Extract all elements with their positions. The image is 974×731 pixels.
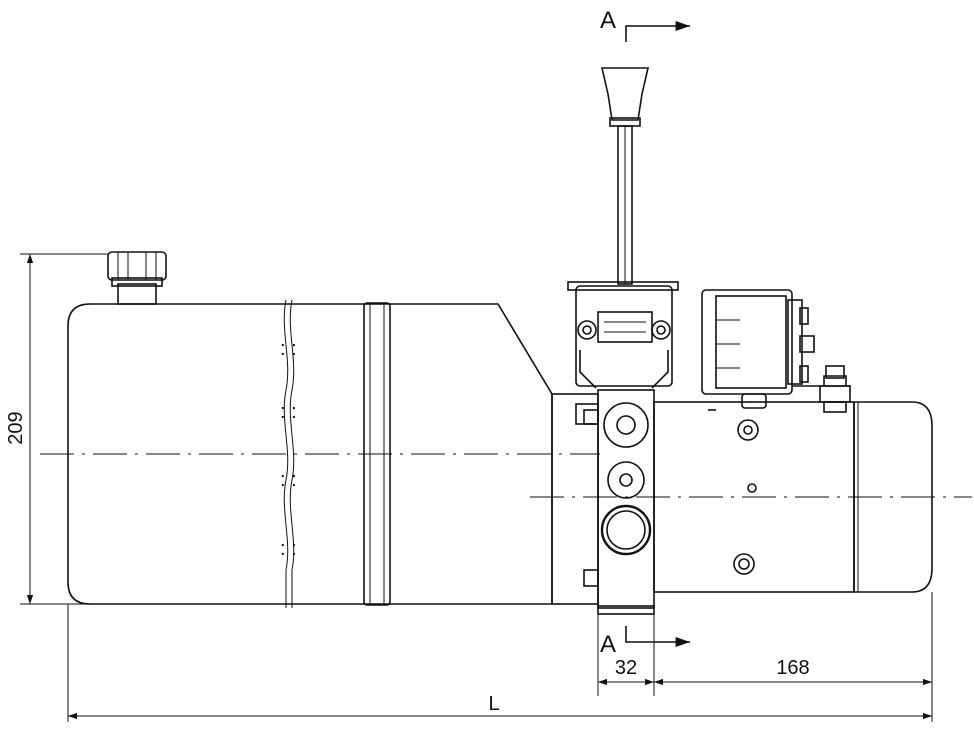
- dimension-overall-length: L: [67, 604, 932, 722]
- section-marker-bottom: A: [600, 626, 690, 658]
- start-solenoid: [701, 289, 850, 441]
- dimension-height-label: 209: [5, 411, 27, 444]
- svg-text:: :: : :: [280, 469, 297, 491]
- valve-block: [597, 389, 655, 615]
- svg-text:: :: : :: [280, 338, 297, 360]
- dimension-block-width-label: 32: [615, 657, 637, 679]
- filler-cap: [107, 251, 167, 305]
- electric-motor: [653, 365, 933, 593]
- dimension-overall-length-label: L: [488, 693, 499, 715]
- hand-lever-valve[interactable]: [567, 67, 679, 389]
- svg-text:: :: : :: [280, 401, 297, 423]
- dimension-block-width: 32: [597, 614, 655, 696]
- dimension-height: 209: [5, 253, 108, 605]
- section-marker-top: A: [600, 7, 690, 42]
- section-label-bottom: A: [600, 631, 616, 658]
- svg-text:: :: : :: [280, 538, 297, 560]
- adapter-flange: [551, 393, 599, 605]
- dimension-motor-length-label: 168: [776, 657, 809, 679]
- section-label-top: A: [600, 7, 616, 34]
- dimension-motor-length: 168: [654, 592, 933, 722]
